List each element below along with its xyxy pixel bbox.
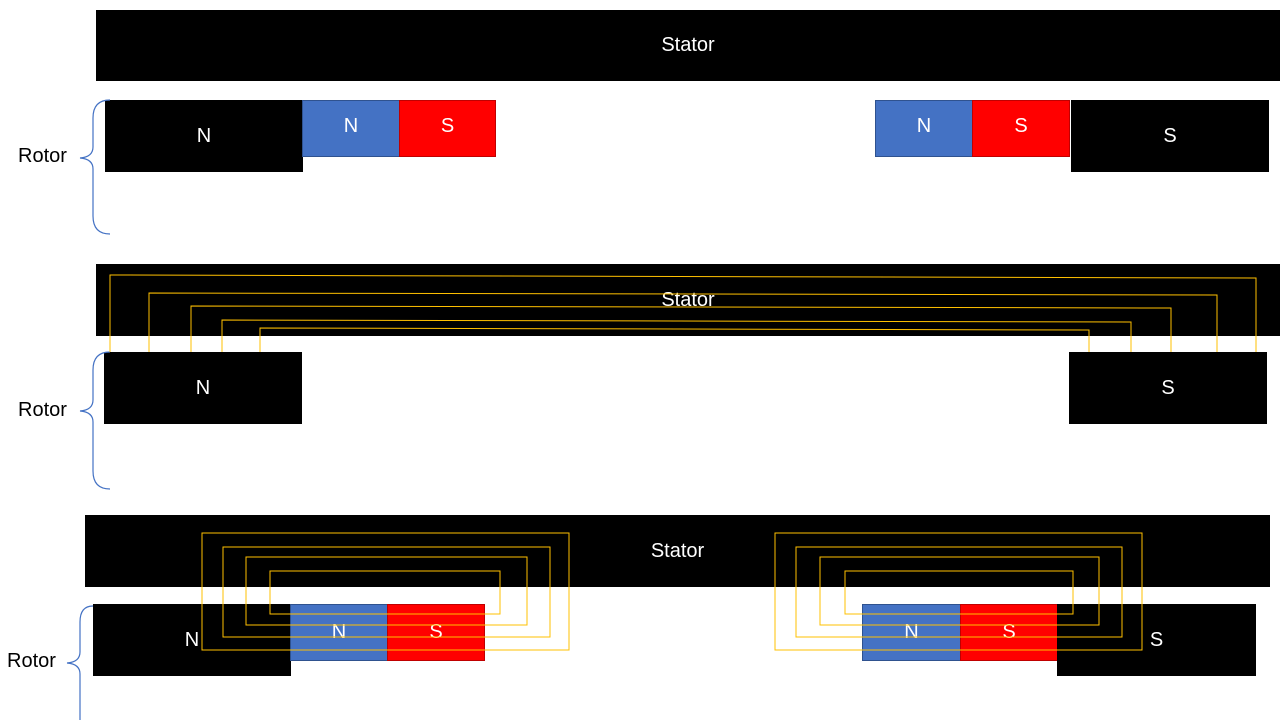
magnet-north-label-1b: N bbox=[916, 115, 932, 137]
magnet-north-3a: N bbox=[290, 604, 388, 661]
stator-label-3: Stator bbox=[650, 539, 705, 562]
rotor-pole-north-2: N bbox=[104, 352, 302, 424]
magnet-south-label-3a: S bbox=[429, 621, 443, 643]
stator-label-2: Stator bbox=[661, 288, 715, 311]
rotor-pole-south-label-3: S bbox=[1149, 628, 1164, 651]
magnet-north-label-3b: N bbox=[904, 621, 919, 643]
stator-label-1: Stator bbox=[661, 34, 715, 56]
rotor-pole-north-label-3: N bbox=[184, 628, 200, 651]
magnet-south-1b: S bbox=[972, 100, 1070, 157]
rotor-pole-north-label-2: N bbox=[195, 376, 211, 399]
magnet-north-label-3a: N bbox=[331, 621, 347, 643]
magnet-south-1a: S bbox=[399, 100, 496, 157]
stator-bar-2: Stator bbox=[96, 264, 1280, 336]
stator-bar-3: Stator bbox=[85, 515, 1270, 587]
magnet-north-1b: N bbox=[875, 100, 973, 157]
rotor-brace-3 bbox=[66, 605, 94, 720]
magnet-north-1a: N bbox=[302, 100, 400, 157]
rotor-pole-north-1: N bbox=[105, 100, 303, 172]
magnet-south-3a: S bbox=[387, 604, 485, 661]
magnet-south-label-1a: S bbox=[440, 115, 455, 137]
stator-bar-1: Stator bbox=[96, 10, 1280, 81]
rotor-label-1: Rotor bbox=[18, 145, 67, 167]
rotor-pole-south-label-2: S bbox=[1161, 376, 1175, 399]
magnet-south-label-1b: S bbox=[1014, 115, 1028, 137]
rotor-pole-north-label-1: N bbox=[196, 124, 212, 147]
magnet-north-3b: N bbox=[862, 604, 961, 661]
magnet-south-label-3b: S bbox=[1002, 621, 1016, 643]
magnet-south-3b: S bbox=[960, 604, 1058, 661]
rotor-label-2: Rotor bbox=[18, 399, 67, 421]
magnet-north-label-1a: N bbox=[343, 115, 359, 137]
rotor-label-3: Rotor bbox=[7, 650, 56, 672]
rotor-pole-north-3: N bbox=[93, 604, 291, 676]
rotor-pole-south-1: S bbox=[1071, 100, 1269, 172]
rotor-pole-south-2: S bbox=[1069, 352, 1267, 424]
rotor-pole-south-label-1: S bbox=[1163, 124, 1177, 147]
rotor-pole-south-3: S bbox=[1057, 604, 1256, 676]
